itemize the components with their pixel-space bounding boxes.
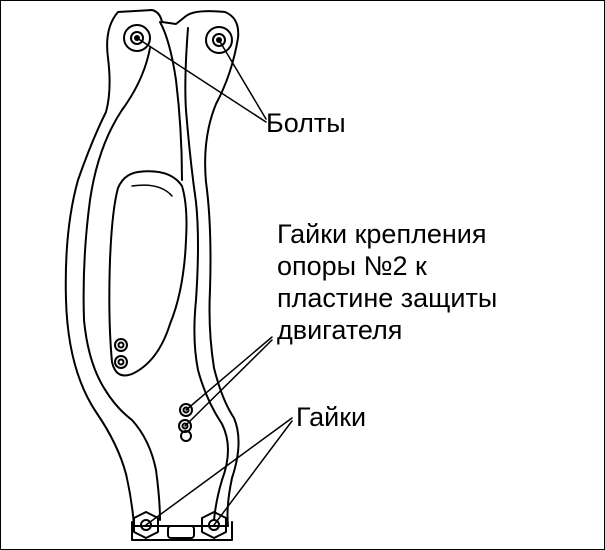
mount-nuts-label-line-4: двигателя	[277, 315, 403, 345]
mount-nuts-label: Гайки крепления опоры №2 к пластине защи…	[277, 218, 497, 346]
nuts-label: Гайки	[296, 402, 367, 432]
slot-nut-lower	[114, 355, 128, 369]
bracket-ridge-line	[159, 21, 183, 181]
bracket-slot-inner-rim	[131, 184, 173, 197]
bracket-inner-edge-left	[82, 47, 161, 521]
bracket-slot	[108, 170, 188, 377]
slot-nut-upper	[114, 338, 128, 352]
mount-nuts-label-line-3: пластине защиты	[277, 283, 498, 313]
leader-nut-right	[213, 420, 293, 526]
leader-nut-left	[145, 417, 293, 526]
bolts-label: Болты	[266, 108, 346, 138]
bracket-inner-edge-right	[184, 27, 229, 521]
mount-nut-lower	[178, 419, 192, 442]
mount-nuts-label-line-1: Гайки крепления	[277, 219, 487, 249]
leader-mount-lower	[184, 339, 273, 427]
leader-mount-upper	[185, 336, 273, 411]
bracket-bottom-tab	[167, 525, 195, 539]
mount-nut-upper	[179, 403, 193, 417]
leader-bolt-left	[136, 37, 267, 123]
leader-bolt-right	[218, 39, 267, 120]
bottom-right-hex-nut	[201, 511, 227, 539]
bracket-bottom-foot	[131, 521, 233, 541]
bracket-outline	[64, 9, 240, 527]
bottom-left-hex-nut	[133, 511, 159, 539]
mount-nuts-label-line-2: опоры №2 к	[277, 251, 427, 281]
